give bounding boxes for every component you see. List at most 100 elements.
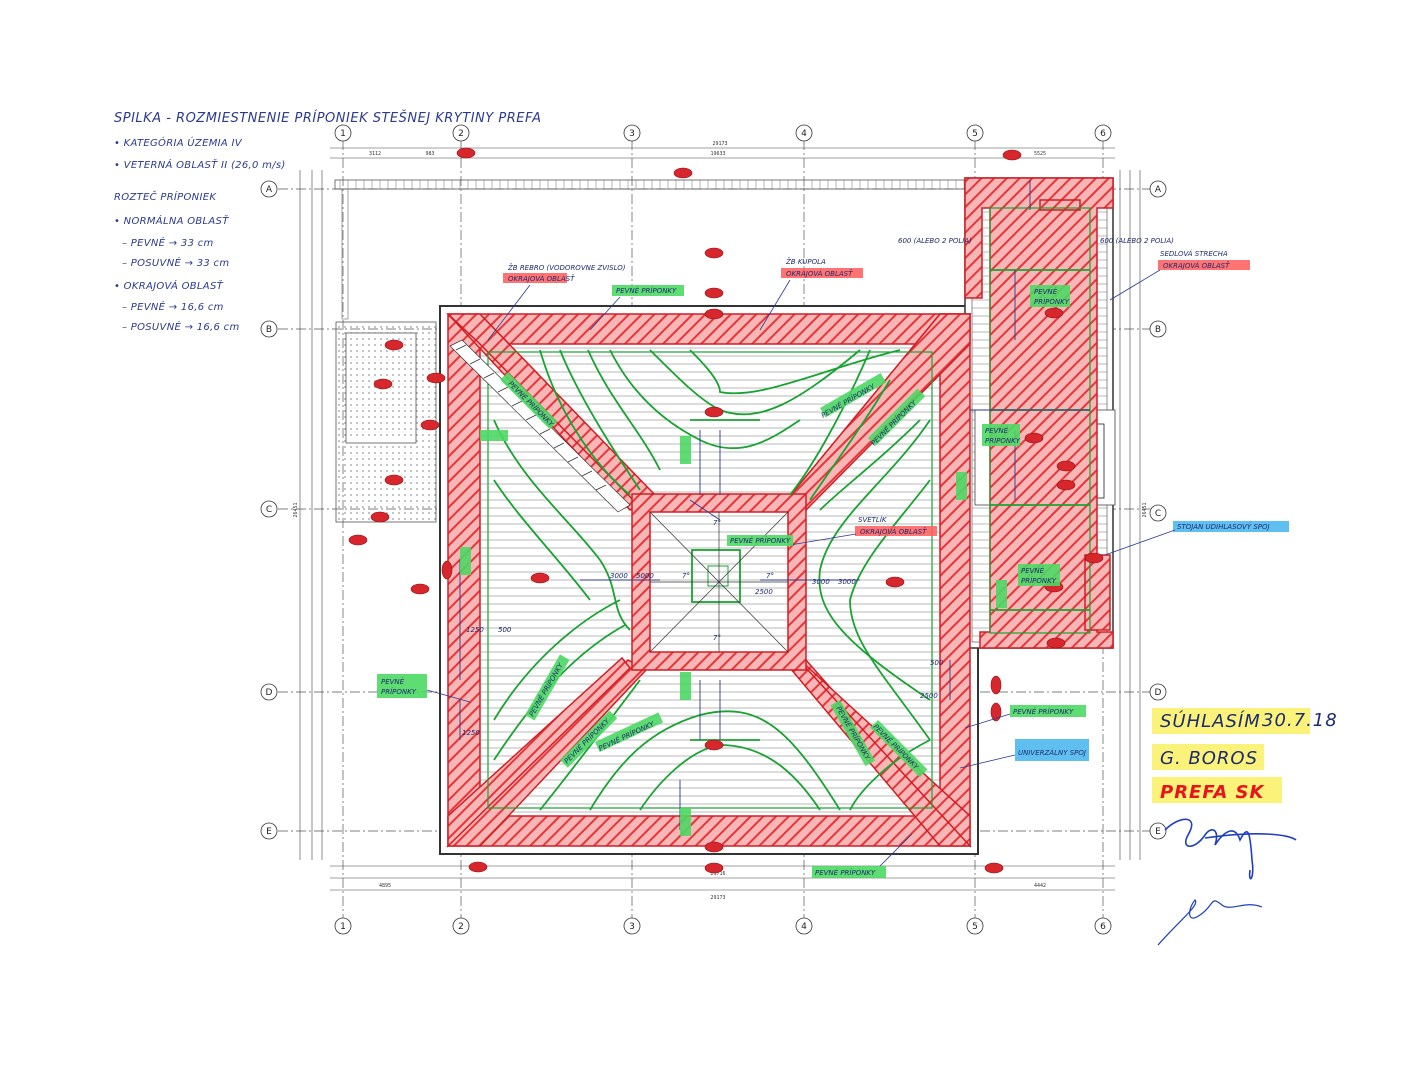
label-pevne-wing-mid: PEVNÉ <box>985 426 1009 435</box>
label-priponky-left: PRÍPONKY <box>381 687 417 696</box>
grid-col-label: 4 <box>801 922 807 932</box>
grid-col-label: 5 <box>972 922 978 932</box>
legend-line: • OKRAJOVÁ OBLASŤ <box>114 279 224 292</box>
label-sedlova-strecha: SEDLOVÁ STRECHA <box>1160 249 1228 258</box>
label-univerzalny-spoj: UNIVERZÁLNY SPOJ <box>1018 748 1086 757</box>
label-pevne-priponky-right: PEVNÉ PRÍPONKY <box>1013 707 1074 716</box>
grid-col-label: 1 <box>340 129 346 139</box>
label-600-a: 600 (ALEBO 2 POLIA) <box>898 237 972 245</box>
grid-row-label: B <box>266 325 272 335</box>
label-zb-kupola: ŽB KUPOLA <box>785 257 826 266</box>
grid-col-label: 3 <box>629 922 635 932</box>
approval-name: G. BOROS <box>1160 748 1258 769</box>
top-canopy <box>334 179 966 190</box>
position-tags <box>348 147 1104 874</box>
dimension-texts: 29173 3112 983 19633 5525 29716 4895 444… <box>293 141 1148 901</box>
label-priponky-wing-mid: PRÍPONKY <box>985 436 1021 445</box>
label-pevne-priponky-center: PEVNÉ PRÍPONKY <box>730 536 791 545</box>
label-slope: 7° <box>713 634 721 642</box>
label-pevne-priponky-top: PEVNÉ PRÍPONKY <box>616 286 677 295</box>
approval-agree: SÚHLASÍM <box>1160 710 1261 732</box>
grid-col-label: 6 <box>1100 922 1106 932</box>
stair <box>449 339 631 513</box>
label-pevne-left: PEVNÉ <box>381 677 405 686</box>
grid-row-label: C <box>1155 509 1161 519</box>
label-okrajova-oblast: OKRAJOVÁ OBLASŤ <box>508 274 575 283</box>
label-okrajova-oblast-wing: OKRAJOVÁ OBLASŤ <box>1163 261 1230 270</box>
legend-line: – POSUVNÉ → 16,6 cm <box>122 320 240 333</box>
dim-top-seg: 983 <box>425 151 434 157</box>
label-okrajova-oblast-kupola: OKRAJOVÁ OBLASŤ <box>786 269 853 278</box>
label-okrajova-oblast-svetlik: OKRAJOVÁ OBLASŤ <box>860 527 927 536</box>
dim-top-seg: 3112 <box>369 151 381 157</box>
legend-line: • KATEGÓRIA ÚZEMIA IV <box>114 136 243 149</box>
label-slope: 7° <box>766 572 774 580</box>
grid-row-label: E <box>266 827 272 837</box>
label-svetlik: SVETLÍK <box>858 515 888 524</box>
grid-row-label: D <box>1155 688 1162 698</box>
dim-top-seg: 5525 <box>1034 151 1046 157</box>
label-600-b: 600 (ALEBO 2 POLIA) <box>1100 237 1174 245</box>
grid-row-label: E <box>1155 827 1161 837</box>
label-2500: 2500 <box>755 588 773 596</box>
grid-row-label: B <box>1155 325 1161 335</box>
skylight-pyramid <box>649 511 789 653</box>
label-500: 500 <box>498 626 512 634</box>
label-1250: 1250 <box>466 626 484 634</box>
approval-company: PREFA SK <box>1160 782 1265 803</box>
grid-col-label: 4 <box>801 129 807 139</box>
label-priponky-wing-top: PRÍPONKY <box>1034 297 1070 306</box>
label-3000: 3000 <box>838 578 856 586</box>
signature-mark-2 <box>1157 899 1263 946</box>
dim-top-seg: 19633 <box>710 151 725 157</box>
grid-row-label: A <box>266 185 273 195</box>
grid-col-label: 3 <box>629 129 635 139</box>
grid-col-label: 2 <box>458 922 464 932</box>
label-pevne-wing-low: PEVNÉ <box>1021 566 1045 575</box>
label-slope: 7° <box>713 519 721 527</box>
grid-col-label: 2 <box>458 129 464 139</box>
legend-block: SPILKA - ROZMIESTNENIE PRÍPONIEK STEŠNEJ… <box>114 110 542 333</box>
drawing-title: SPILKA - ROZMIESTNENIE PRÍPONIEK STEŠNEJ… <box>114 110 542 126</box>
legend-line: – PEVNÉ → 33 cm <box>122 236 214 249</box>
edge-zones <box>446 177 1114 848</box>
grid-col-label: 5 <box>972 129 978 139</box>
label-5000: 5000 <box>636 572 654 580</box>
fixed-zone-lines <box>487 207 1091 811</box>
grid-labels: 1 2 3 4 5 6 1 2 3 4 5 6 A B C D E A B C … <box>266 129 1162 932</box>
legend-line: – POSUVNÉ → 33 cm <box>122 256 229 269</box>
left-annex <box>335 321 437 523</box>
label-slope: 7° <box>682 572 690 580</box>
grid-bubbles <box>260 124 1167 935</box>
grid-row-label: A <box>1155 185 1162 195</box>
label-3000: 3000 <box>812 578 830 586</box>
dim-bottom-inner: 29716 <box>710 871 725 877</box>
approval-block: SÚHLASÍM 30.7.18 G. BOROS PREFA SK <box>1152 708 1338 946</box>
legend-line: – PEVNÉ → 16,6 cm <box>122 300 224 313</box>
grid-col-label: 1 <box>340 922 346 932</box>
label-stojan-spoj: STOJAN UDIHLASOVÝ SPOJ <box>1177 522 1270 531</box>
signature-mark <box>1164 818 1297 880</box>
label-500: 500 <box>930 659 944 667</box>
legend-line: • NORMÁLNA OBLASŤ <box>114 214 229 227</box>
grid-row-label: C <box>266 505 272 515</box>
label-pevne-priponky-bottom: PEVNÉ PRÍPONKY <box>815 868 876 877</box>
dim-right-total: 26451 <box>1142 502 1148 517</box>
dim-left-total: 26451 <box>293 502 299 517</box>
dim-bottom-seg: 4895 <box>379 883 391 889</box>
label-zb-rebro: ŽB REBRO (VODOROVNE ZVISLO) <box>507 263 626 272</box>
grid-col-label: 6 <box>1100 129 1106 139</box>
legend-line: • VETERNÁ OBLASŤ II (26,0 m/s) <box>114 158 286 171</box>
grid-row-label: D <box>266 688 273 698</box>
dim-bottom-seg: 4442 <box>1034 883 1046 889</box>
label-priponky-wing-low: PRÍPONKY <box>1021 576 1057 585</box>
label-1250: 1250 <box>462 729 480 737</box>
dim-top-total: 29173 <box>712 141 727 147</box>
approval-date: 30.7.18 <box>1262 710 1338 731</box>
dim-bottom-total: 29173 <box>710 895 725 901</box>
label-2500: 2500 <box>920 692 938 700</box>
label-3000: 3000 <box>610 572 628 580</box>
dimension-lines <box>299 147 1141 891</box>
legend-line: ROZTEČ PRÍPONIEK <box>114 190 217 203</box>
